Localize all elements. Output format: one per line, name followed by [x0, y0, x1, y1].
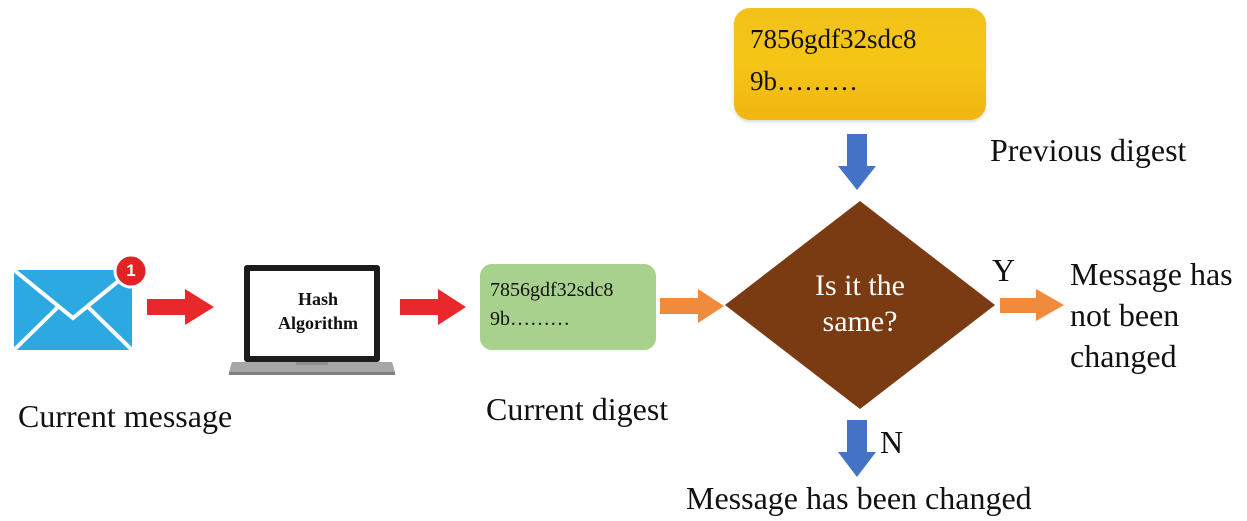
decision-diamond: [725, 201, 995, 409]
decision-line2: same?: [822, 305, 898, 338]
arrow-no: [838, 420, 876, 477]
yes-label: Y: [992, 252, 1016, 288]
arrow-digest-to-decision: [660, 289, 724, 323]
previous-digest-box: 7856gdf32sdc8 9b………: [734, 8, 986, 120]
current-digest-label: Current digest: [486, 391, 669, 427]
current-message-label: Current message: [18, 398, 233, 434]
yes-result-line2: not been: [1070, 297, 1180, 333]
notification-badge: [113, 253, 149, 289]
yes-result-line1: Message has: [1070, 256, 1233, 292]
hash-algorithm-line2: Algorithm: [278, 313, 358, 333]
previous-digest-label: Previous digest: [990, 132, 1187, 168]
current-digest-box: 7856gdf32sdc8 9b………: [480, 264, 656, 350]
previous-digest-line2: 9b………: [750, 66, 858, 96]
laptop-icon: [229, 265, 395, 375]
current-digest-line2: 9b………: [490, 308, 570, 330]
arrow-hash-to-digest: [400, 289, 466, 325]
arrow-yes: [1000, 289, 1064, 321]
previous-digest-line1: 7856gdf32sdc8: [750, 24, 917, 54]
decision-question: Is it the same?: [780, 268, 940, 340]
yes-result-line3: changed: [1070, 338, 1177, 374]
no-result: Message has been changed: [686, 480, 1032, 516]
hash-algorithm-line1: Hash: [297, 289, 339, 309]
arrow-message-to-hash: [147, 289, 214, 325]
arrow-previous-to-decision: [838, 134, 876, 190]
no-label: N: [880, 424, 904, 460]
notification-count: 1: [126, 261, 136, 280]
decision-line1: Is it the: [815, 269, 905, 302]
envelope-icon: [12, 268, 134, 352]
current-digest-line1: 7856gdf32sdc8: [490, 279, 614, 301]
yes-result: Message has not been changed: [1070, 254, 1233, 377]
hash-algorithm-label: Hash Algorithm: [258, 287, 378, 335]
